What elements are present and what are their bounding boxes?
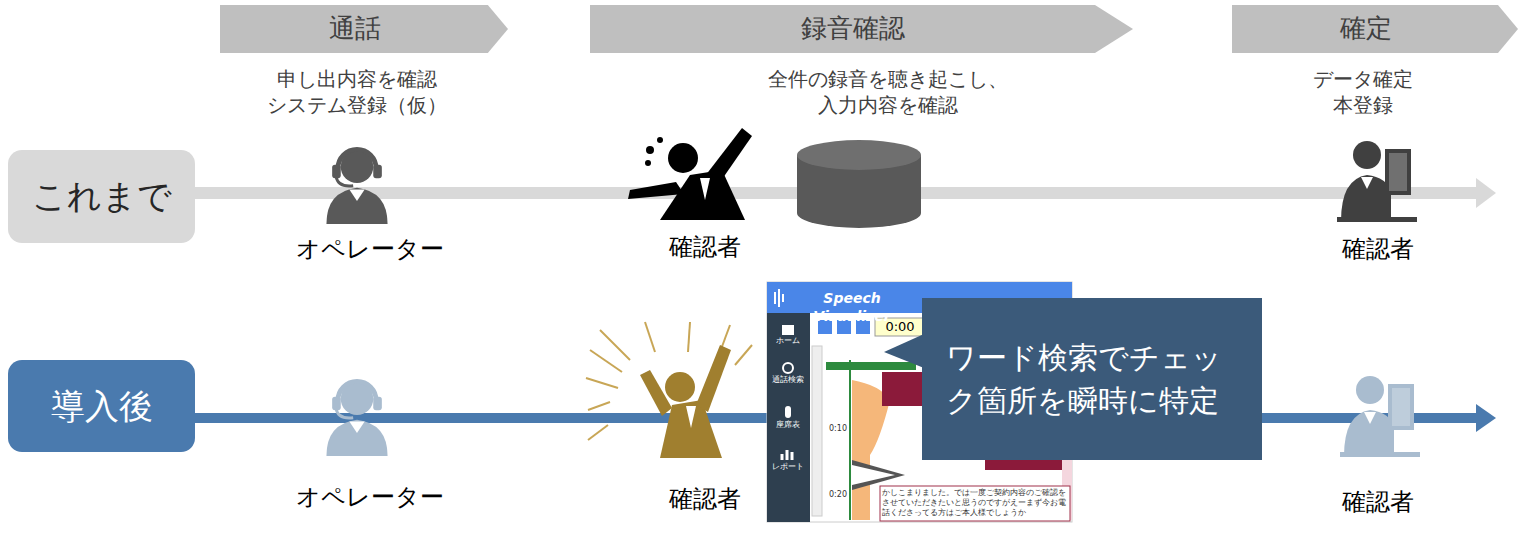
phase-chevron: 録音確認 — [590, 5, 1133, 53]
menu-item: 通話検索 — [768, 375, 808, 385]
node-text: 導入後 — [51, 386, 153, 427]
node-text: 通話 — [329, 13, 381, 44]
role-label: 確認者 — [645, 232, 765, 263]
role-label: 確認者 — [645, 484, 765, 515]
cheering-checker — [586, 322, 752, 458]
database-cylinder — [797, 140, 921, 228]
operator-icon — [326, 149, 387, 224]
menu-item: レポート — [768, 462, 808, 472]
phase-description: データ確定 本登録 — [1288, 66, 1438, 118]
time-tick: 0:20 — [826, 490, 850, 500]
role-label: 確認者 — [1318, 487, 1438, 518]
arrow-head — [1476, 404, 1496, 432]
callout-pointer — [884, 334, 924, 368]
arm — [696, 345, 731, 412]
sweat-drop — [646, 146, 654, 154]
row-label-box: 導入後 — [8, 360, 195, 452]
node-text: これまで — [32, 176, 172, 217]
side-bar — [767, 313, 810, 522]
node-text: 確定 — [1340, 13, 1392, 44]
role-label: 確認者 — [1318, 234, 1438, 265]
chevron-fill — [220, 5, 508, 53]
head — [668, 143, 698, 173]
tie — [686, 406, 696, 428]
row-label-box: これまで — [8, 150, 195, 243]
operator-icon — [326, 381, 387, 456]
phase-description: 全件の録音を聴き起こし、 入力内容を確認 — [738, 66, 1038, 118]
timeline — [849, 360, 851, 520]
role-label: オペレーター — [270, 234, 470, 265]
zoom-bar — [812, 346, 822, 516]
node-text: ワード検索でチェック箇所を瞬時に特定 — [946, 336, 1238, 423]
chevron-fill — [1232, 5, 1518, 53]
phase-chevron: 確定 — [1232, 5, 1518, 53]
arrow-head — [1476, 178, 1496, 208]
time-display: 0:00 — [878, 319, 922, 336]
message-box — [985, 460, 1065, 470]
phase-chevron: 通話 — [220, 5, 508, 53]
callout-box: ワード検索でチェック箇所を瞬時に特定 — [922, 298, 1262, 460]
node-text: 録音確認 — [801, 13, 905, 44]
waveform — [852, 465, 895, 485]
chevron-fill — [590, 5, 1133, 53]
checker-desk-icon — [1340, 376, 1420, 457]
time-tick: 0:10 — [826, 424, 850, 434]
transcript-text: かしこまりました。では一度ご契約内容のご確認をさせていただきたいと思うのですがえ… — [882, 488, 1068, 518]
frustrated-checker — [628, 128, 752, 220]
home-icon — [782, 325, 794, 335]
tie — [700, 178, 710, 200]
menu-item: 座席表 — [768, 420, 808, 430]
message-box — [880, 486, 1070, 521]
arm — [628, 182, 684, 199]
search-icon — [783, 363, 793, 373]
arm — [640, 370, 672, 416]
sweat-drop — [657, 137, 663, 143]
checker-desk-icon — [1337, 141, 1417, 222]
menu-item: ホーム — [768, 336, 808, 346]
sweat-drop — [645, 160, 651, 166]
call-start-bar — [826, 362, 916, 370]
message-box — [882, 372, 924, 406]
report-icon — [782, 450, 792, 460]
phase-description: 申し出内容を確認 システム登録（仮） — [237, 66, 477, 118]
cylinder-top — [797, 140, 921, 170]
mic-icon — [785, 406, 791, 418]
logo — [775, 289, 783, 307]
role-label: オペレーター — [270, 482, 470, 513]
head — [665, 372, 695, 402]
